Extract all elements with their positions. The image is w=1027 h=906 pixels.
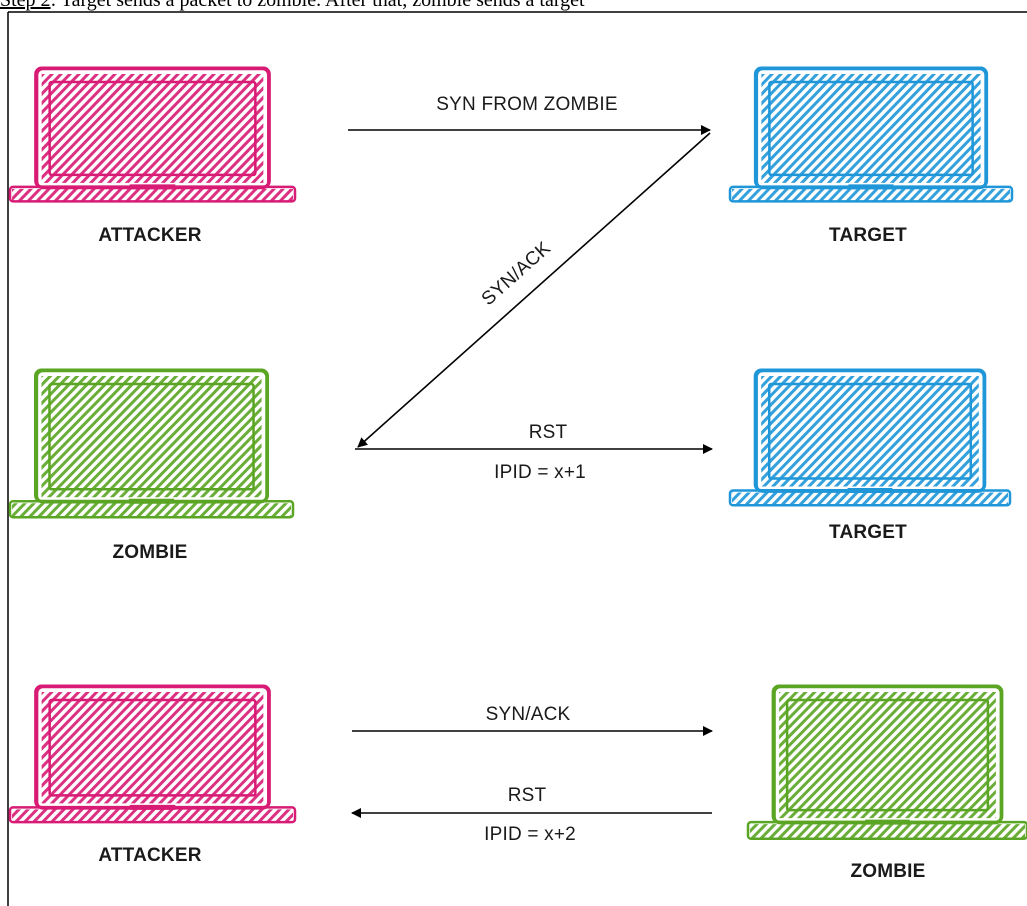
- rst-mid-ipid-label: IPID = x+1: [494, 462, 586, 483]
- rst-bottom-ipid-label: IPID = x+2: [484, 824, 576, 845]
- attacker-bottom-label: ATTACKER: [98, 845, 201, 866]
- zombie-bottom-label: ZOMBIE: [850, 861, 925, 882]
- syn-ack-diagonal-arrow: [357, 132, 711, 448]
- zombie-mid-laptop-icon: [8, 368, 295, 519]
- target-top-label: TARGET: [829, 225, 907, 246]
- attacker-bottom-laptop-icon: [8, 684, 297, 824]
- header-caption: Step 2: Target sends a packet to zombie.…: [0, 0, 1027, 12]
- attacker-top-laptop-icon: [8, 66, 297, 203]
- rst-bottom-label: RST: [508, 785, 547, 806]
- zombie-bottom-laptop-icon: [746, 684, 1027, 840]
- step-label: Step 2: [0, 0, 51, 11]
- syn-ack-bottom-label: SYN/ACK: [486, 704, 571, 725]
- syn-ack-diagonal-label: SYN/ACK: [478, 238, 555, 310]
- rst-mid-label: RST: [529, 422, 568, 443]
- diagram-frame: [7, 11, 1027, 906]
- zombie-mid-label: ZOMBIE: [112, 542, 187, 563]
- header-caption-text: : Target sends a packet to zombie. After…: [50, 0, 585, 11]
- target-mid-laptop-icon: [728, 368, 1012, 507]
- syn-from-zombie-label: SYN FROM ZOMBIE: [436, 94, 617, 115]
- target-mid-label: TARGET: [829, 522, 907, 543]
- target-top-laptop-icon: [728, 66, 1014, 203]
- attacker-top-label: ATTACKER: [98, 225, 201, 246]
